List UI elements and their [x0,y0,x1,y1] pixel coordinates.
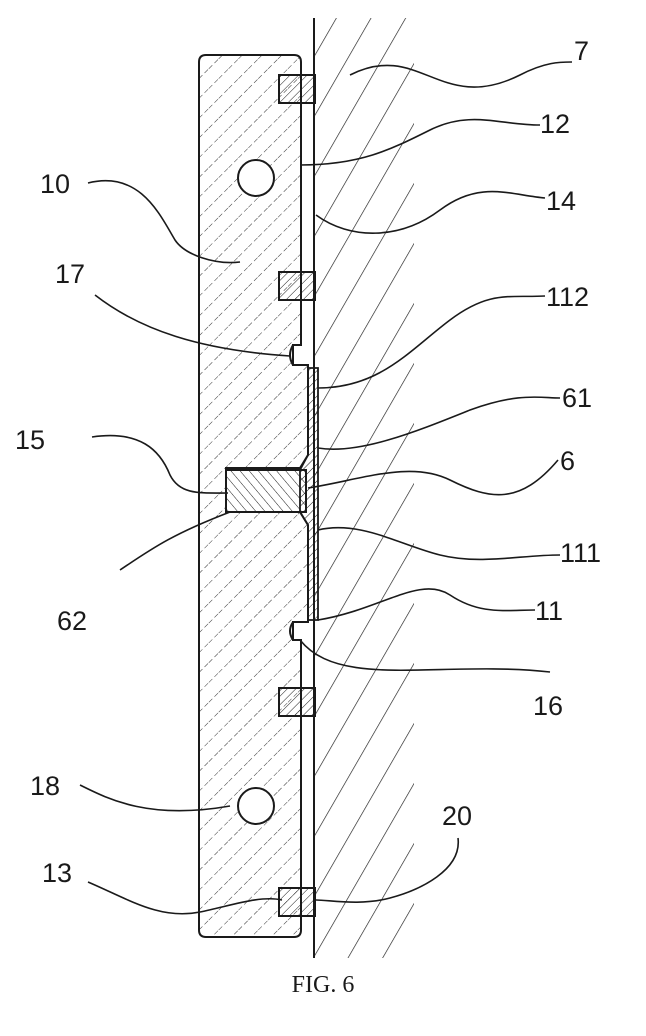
label-61: 61 [562,383,592,413]
label-6: 6 [560,446,575,476]
label-62: 62 [57,606,87,636]
label-10: 10 [40,169,70,199]
label-13: 13 [42,858,72,888]
label-112: 112 [546,282,589,312]
label-111: 111 [560,538,601,568]
label-14: 14 [546,186,576,216]
label-11: 11 [535,596,563,626]
wall-7 [314,18,414,958]
label-12: 12 [540,109,570,139]
label-18: 18 [30,771,60,801]
label-16: 16 [533,691,563,721]
label-15: 15 [15,425,45,455]
label-17: 17 [55,259,85,289]
label-7: 7 [574,36,589,66]
figure-caption: FIG. 6 [292,972,355,998]
label-20: 20 [442,801,472,831]
